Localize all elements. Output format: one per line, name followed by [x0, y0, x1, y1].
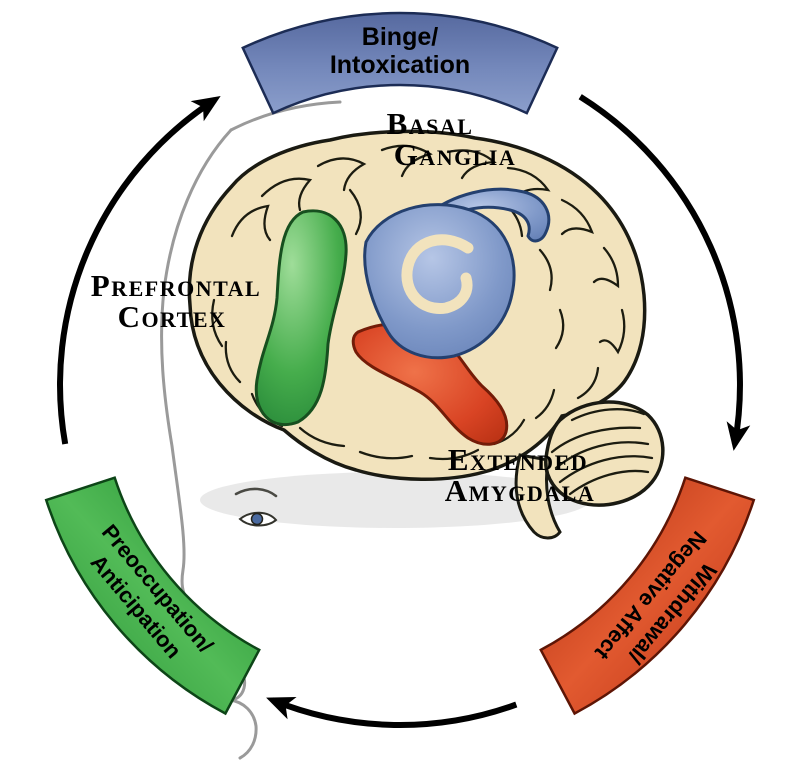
- prefrontal-cortex-label-line1: Prefrontal: [91, 268, 261, 303]
- gyrus-line: [538, 248, 553, 292]
- gyrus-line: [554, 308, 565, 350]
- gyrus-line: [358, 450, 414, 460]
- binge-label-line1: Binge/: [362, 23, 438, 51]
- gyrus-line: [230, 204, 272, 242]
- region-labels: Basal Ganglia Prefrontal Cortex Extended…: [91, 106, 596, 508]
- prefrontal-cortex-shape: [254, 209, 348, 427]
- gyrus-line: [348, 188, 362, 236]
- gyrus-line: [598, 308, 626, 355]
- gyri-lines: [211, 144, 626, 461]
- cerebellum-line: [568, 469, 650, 496]
- cerebellum-line: [570, 408, 646, 422]
- preoccupation-banner: [44, 476, 261, 716]
- gyrus-line: [534, 388, 556, 420]
- gyrus-line: [316, 157, 367, 192]
- gyrus-line: [298, 426, 346, 448]
- brain-illustration: [160, 100, 665, 760]
- binge-label-line2: Intoxication: [330, 51, 470, 79]
- arc-binge-to-withdrawal: [578, 94, 751, 451]
- eyebrow: [234, 487, 278, 498]
- basal-ganglia-label-line2: Ganglia: [394, 137, 517, 172]
- gyrus-line: [224, 340, 242, 384]
- binge-banner: [241, 11, 559, 115]
- extended-amygdala-label-line1: Extended: [448, 442, 588, 477]
- cerebellum-line: [554, 441, 650, 470]
- scalp-line: [229, 100, 342, 132]
- basal-ganglia-spiral: [401, 234, 474, 314]
- withdrawal-banner: [539, 476, 756, 716]
- basal-ganglia-shape: [363, 203, 516, 360]
- gyrus-line: [260, 177, 313, 212]
- cycle-arrows: [57, 94, 751, 728]
- cerebellum-line: [558, 455, 654, 484]
- cerebellum-striations: [550, 408, 654, 496]
- arc-preoccupation-to-binge: [57, 95, 221, 445]
- arc-withdrawal-to-preoccupation: [266, 696, 518, 728]
- eye-iris: [250, 512, 264, 526]
- gyrus-line: [428, 448, 480, 461]
- gyrus-line: [380, 144, 433, 178]
- brain-shadow: [200, 472, 590, 528]
- prefrontal-cortex-label-line2: Cortex: [118, 299, 227, 334]
- gyrus-line: [446, 149, 497, 180]
- gyrus-line: [211, 298, 224, 348]
- gyrus-line: [592, 246, 620, 289]
- extended-amygdala-label-line2: Amygdala: [445, 473, 596, 508]
- stage-banners: Binge/ Intoxication Withdrawal/ Negative…: [44, 11, 756, 716]
- gyrus-line: [560, 198, 594, 236]
- gyrus-line: [576, 366, 600, 400]
- brainstem: [514, 453, 562, 540]
- basal-ganglia-label-line1: Basal: [387, 106, 474, 141]
- cerebellum-line: [550, 426, 642, 454]
